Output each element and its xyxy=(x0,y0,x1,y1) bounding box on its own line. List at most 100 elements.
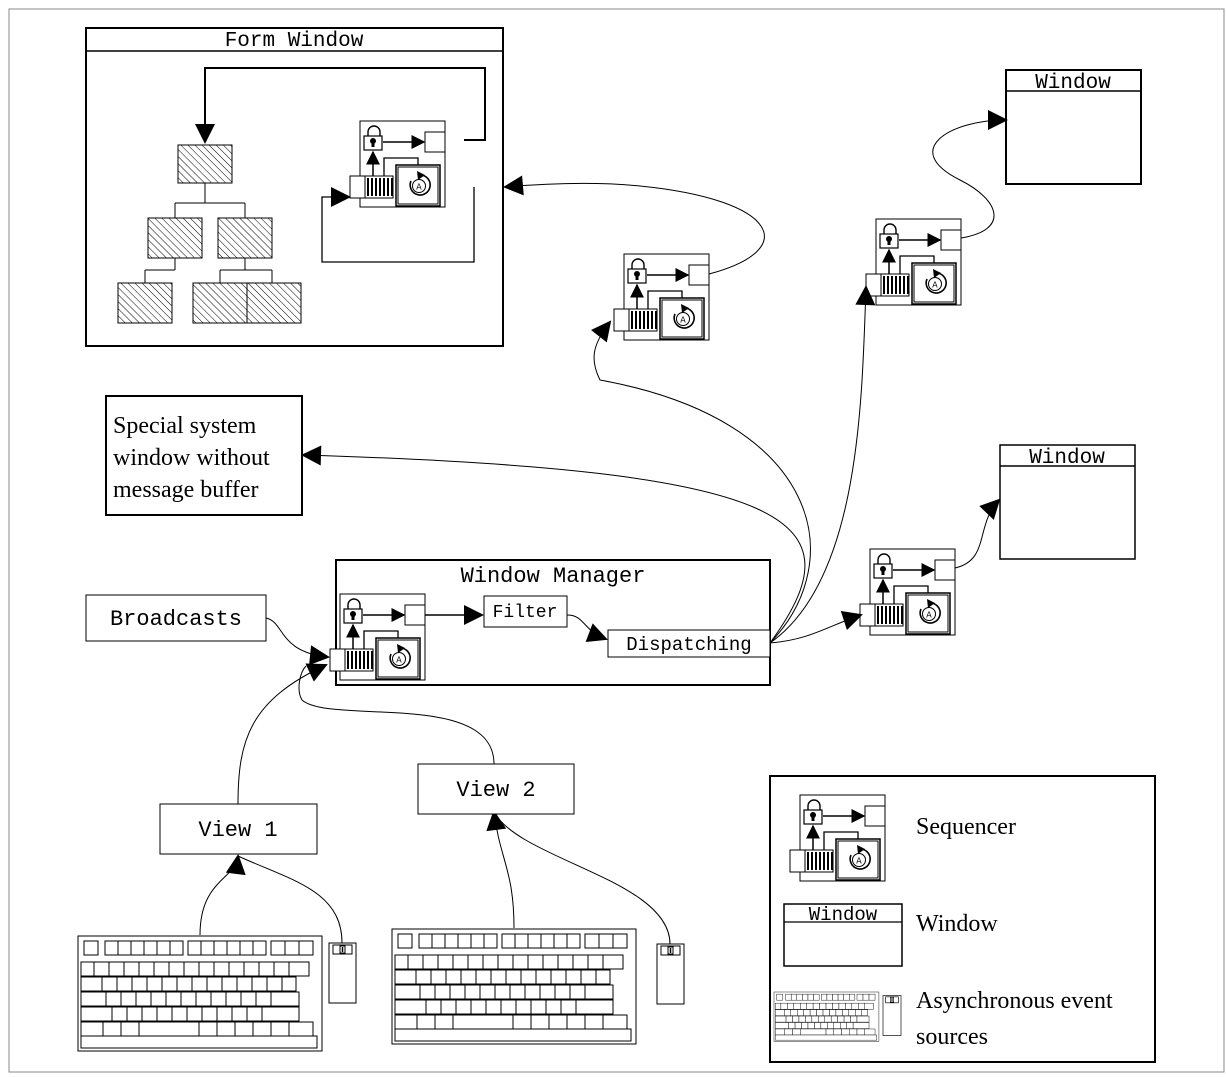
keyboard-key xyxy=(832,1002,840,1010)
legend-sequencer-label: Sequencer xyxy=(916,814,1016,840)
keyboard-key xyxy=(120,991,137,1007)
keyboard-key xyxy=(862,993,870,1001)
special-window-line-3: message buffer xyxy=(113,477,259,503)
keyboard-key xyxy=(856,1028,865,1036)
keyboard-key xyxy=(143,940,158,956)
keyboard-icon xyxy=(77,935,323,1052)
keyboard-key xyxy=(80,991,107,1007)
keyboard-key xyxy=(587,954,604,970)
keyboard-key xyxy=(515,999,532,1015)
keyboard-key xyxy=(187,940,202,956)
keyboard-key xyxy=(105,991,122,1007)
keyboard-key xyxy=(822,1009,830,1016)
keyboard-key xyxy=(842,1009,850,1016)
keyboard-key xyxy=(252,940,267,956)
keyboard-key xyxy=(797,1009,804,1016)
keyboard-key xyxy=(394,969,417,985)
keyboard-key xyxy=(111,1006,128,1022)
keyboard-key xyxy=(584,933,600,949)
legend-window-label: Window xyxy=(916,911,998,937)
keyboard-key xyxy=(240,991,257,1007)
keyboard-key xyxy=(790,1009,798,1016)
keyboard-key xyxy=(833,1022,841,1029)
form-window: Form Window xyxy=(85,27,504,347)
top-window: Window xyxy=(1005,69,1142,185)
dispatching-label: Dispatching xyxy=(626,634,751,656)
keyboard-key xyxy=(785,1015,793,1023)
keyboard-key xyxy=(811,1015,819,1023)
keyboard-key xyxy=(824,1015,832,1023)
keyboard-key xyxy=(467,954,484,970)
keyboard-key xyxy=(837,1015,845,1023)
keyboard-key xyxy=(415,969,432,985)
mouse-icon xyxy=(656,943,685,1005)
keyboard-key xyxy=(416,1014,436,1030)
keyboard-key xyxy=(258,961,275,977)
keyboard-key xyxy=(512,954,529,970)
keyboard-key xyxy=(584,1014,604,1030)
keyboard-key xyxy=(864,1002,874,1010)
keyboard-key xyxy=(434,984,451,1000)
keyboard-key xyxy=(500,999,517,1015)
keyboard-key xyxy=(80,976,103,992)
keyboard-key xyxy=(805,1015,813,1023)
keyboard-key xyxy=(213,961,230,977)
keyboard-key xyxy=(612,933,628,949)
view-2-label: View 2 xyxy=(456,778,535,803)
keyboard-key xyxy=(861,1009,868,1016)
keyboard-key xyxy=(394,999,427,1015)
keyboard-key xyxy=(141,1006,158,1022)
form-tree xyxy=(117,144,302,324)
keyboard-key xyxy=(512,1014,532,1030)
connectors xyxy=(199,110,1008,945)
keyboard-key xyxy=(138,961,155,977)
keyboard-key xyxy=(550,969,567,985)
sequencer-icon xyxy=(790,795,885,881)
keyboard-key xyxy=(284,940,300,956)
sequencer-icon xyxy=(350,121,445,207)
keyboard-key xyxy=(775,1009,785,1016)
keyboard-key xyxy=(80,1021,104,1037)
keyboard-key xyxy=(792,1028,801,1036)
keyboard-key xyxy=(198,961,215,977)
keyboard-key xyxy=(470,933,485,949)
keyboard-key xyxy=(827,1022,834,1029)
keyboard-key xyxy=(186,1006,203,1022)
keyboard-key xyxy=(418,933,433,949)
keyboard-key xyxy=(407,954,424,970)
keyboard-key xyxy=(584,984,614,1000)
keyboard-key xyxy=(198,1021,218,1037)
keyboard-key xyxy=(856,1015,870,1023)
keyboard-key xyxy=(775,1015,787,1023)
keyboard-key xyxy=(813,993,820,1001)
keyboard-key xyxy=(156,940,171,956)
keyboard-key xyxy=(475,969,492,985)
keyboard-key xyxy=(482,954,499,970)
keyboard-key xyxy=(449,984,466,1000)
right-window-title: Window xyxy=(1029,447,1105,470)
keyboard-key xyxy=(835,1009,843,1016)
keyboard-key xyxy=(221,976,238,992)
keyboard-key xyxy=(800,1028,827,1036)
keyboard-key xyxy=(838,1002,846,1010)
keyboard-key xyxy=(602,1014,628,1030)
keyboard-key xyxy=(216,1006,233,1022)
legend-window-sample-title: Window xyxy=(809,904,878,926)
keyboard-key xyxy=(251,976,268,992)
keyboard-key xyxy=(452,954,469,970)
keyboard-key xyxy=(572,954,589,970)
keyboard-key xyxy=(210,991,227,1007)
keyboard-key xyxy=(775,1034,877,1041)
keyboard-key xyxy=(117,940,132,956)
keyboard-key xyxy=(80,1006,113,1022)
keyboard-key xyxy=(191,976,208,992)
keyboard-key xyxy=(800,1002,807,1010)
keyboard-key xyxy=(490,969,507,985)
legend: Sequencer Window Window Asynchronous eve… xyxy=(769,775,1156,1063)
view-1-label: View 1 xyxy=(198,818,277,843)
keyboard-key xyxy=(246,1006,263,1022)
keyboard-key xyxy=(146,976,163,992)
keyboard-key xyxy=(83,940,99,956)
keyboard-key xyxy=(843,1015,851,1023)
keyboard-key xyxy=(809,1009,817,1016)
